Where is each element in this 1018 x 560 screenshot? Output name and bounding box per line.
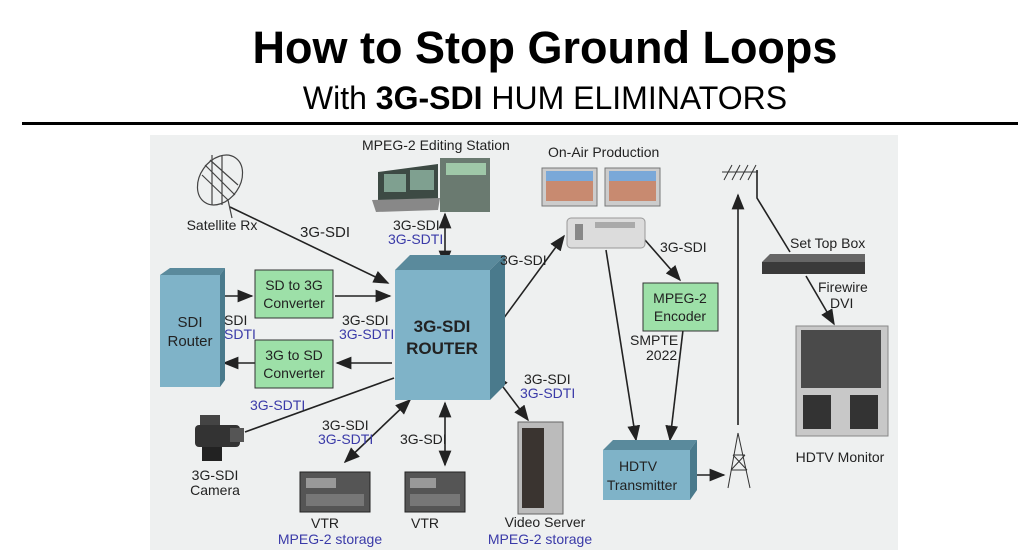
link-label: 3G-SDI xyxy=(660,239,707,255)
link-label: 3G-SDI xyxy=(300,224,350,241)
3g-to-sd-converter: 3G to SD Converter xyxy=(254,339,334,389)
router-label: 3G-SDI xyxy=(414,317,471,336)
subtitle-suffix: HUM ELIMINATORS xyxy=(491,80,788,116)
vtr-2-label: VTR xyxy=(411,515,439,531)
line-antenna-stb xyxy=(756,170,791,253)
hdtv-monitor-label: HDTV Monitor xyxy=(796,449,885,465)
link-label: 3G-SDTI xyxy=(388,231,443,247)
video-server-sublabel: MPEG-2 storage xyxy=(488,531,592,547)
link-label: 2022 xyxy=(646,347,677,363)
transmitter-label: HDTV xyxy=(619,458,658,474)
vtr-2-icon xyxy=(404,471,466,513)
antenna-icon xyxy=(722,164,758,181)
sdi-router: SDI Router xyxy=(160,268,225,387)
vtr-1-sublabel: MPEG-2 storage xyxy=(278,531,382,547)
link-label: 3G-SDTI xyxy=(339,326,394,342)
arrow-vtr1-router xyxy=(343,398,412,464)
satellite-dish-icon xyxy=(196,154,244,219)
converter-label: Converter xyxy=(263,295,325,311)
satellite-label: Satellite Rx xyxy=(187,217,258,233)
camera-label: Camera xyxy=(190,482,240,498)
switcher-icon xyxy=(566,217,646,249)
tower-icon xyxy=(727,432,751,489)
arrow-sat-router xyxy=(229,206,390,284)
title-divider xyxy=(22,122,1018,125)
link-label: 3G-SDI xyxy=(322,417,369,433)
encoder-label: Encoder xyxy=(654,308,706,324)
router-label: ROUTER xyxy=(406,339,478,358)
link-label: 3G-SDI xyxy=(524,371,571,387)
arrow-switcher-encoder xyxy=(644,239,682,282)
link-label: 3G-SDTI xyxy=(250,397,305,413)
link-label: SDI xyxy=(224,312,247,328)
link-label: 3G-SDI xyxy=(393,217,440,233)
link-label: 3G-SDI xyxy=(400,431,447,447)
camera-label: 3G-SDI xyxy=(192,467,239,483)
sdi-router-label: SDI xyxy=(177,314,202,331)
camera-icon xyxy=(195,415,244,461)
set-top-box-icon xyxy=(762,254,865,274)
arrow-stb-monitor xyxy=(805,275,835,326)
converter-label: 3G to SD xyxy=(265,347,323,363)
link-label: 3G-SDTI xyxy=(318,431,373,447)
3g-sdi-router: 3G-SDI ROUTER xyxy=(395,255,505,400)
link-label: 3G-SDTI xyxy=(520,385,575,401)
line-camera-router xyxy=(244,377,395,433)
editing-station-icon xyxy=(372,158,490,212)
encoder-label: MPEG-2 xyxy=(653,290,707,306)
link-label: SMPTE xyxy=(630,332,678,348)
arrow-router-onair xyxy=(494,234,565,331)
hdtv-transmitter: HDTV Transmitter xyxy=(603,440,697,500)
page-subtitle: With 3G-SDI HUM ELIMINATORS xyxy=(0,80,1018,117)
converter-label: Converter xyxy=(263,365,325,381)
vtr-1-label: VTR xyxy=(311,515,339,531)
monitor-icon xyxy=(604,167,661,207)
subtitle-prefix: With xyxy=(302,80,367,116)
link-label: 3G-SDI xyxy=(500,252,547,268)
page-title: How to Stop Ground Loops xyxy=(252,22,838,73)
video-server-label: Video Server xyxy=(505,514,586,530)
vtr-1-icon xyxy=(299,471,371,513)
subtitle-bold: 3G-SDI xyxy=(375,80,483,116)
sd-to-3g-converter: SD to 3G Converter xyxy=(254,269,334,319)
arrow-switcher-transmitter xyxy=(605,249,641,442)
mpeg2-encoder: MPEG-2 Encoder xyxy=(642,282,719,332)
transmitter-label: Transmitter xyxy=(607,477,678,493)
link-label: Firewire xyxy=(818,279,868,295)
link-label: DVI xyxy=(830,295,853,311)
sdi-router-label: Router xyxy=(167,333,212,350)
on-air-label: On-Air Production xyxy=(548,144,659,160)
video-server-icon xyxy=(517,421,564,515)
monitor-icon xyxy=(541,167,598,207)
editing-station-label: MPEG-2 Editing Station xyxy=(362,137,510,153)
hdtv-monitor-icon xyxy=(795,325,889,437)
set-top-box-label: Set Top Box xyxy=(790,235,865,251)
link-label: SDTI xyxy=(224,326,256,342)
converter-label: SD to 3G xyxy=(265,277,323,293)
link-label: 3G-SDI xyxy=(342,312,389,328)
arrow-encoder-transmitter xyxy=(665,329,684,442)
